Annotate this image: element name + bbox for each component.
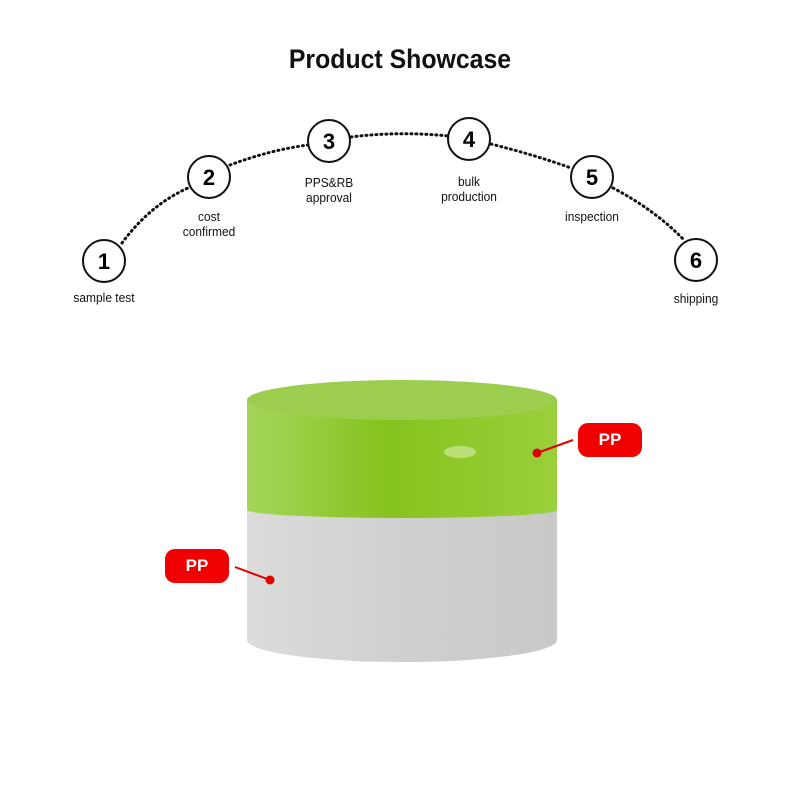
step-label: sample test	[73, 290, 135, 305]
step-circle	[307, 119, 351, 163]
step-label: PPS&RB approval	[304, 175, 354, 205]
process-path	[120, 132, 686, 245]
jar	[247, 380, 557, 662]
step-number: 3	[323, 129, 335, 154]
jar-lid-top	[247, 380, 557, 420]
step-number: 1	[98, 249, 110, 274]
step-circle	[674, 238, 718, 282]
step-number: 5	[586, 165, 598, 190]
callout-lines	[234, 439, 574, 585]
jar-lid	[247, 400, 557, 518]
step-number: 4	[463, 127, 476, 152]
step-label: cost confirmed	[182, 209, 236, 239]
step-circle	[570, 155, 614, 199]
step-circle	[447, 117, 491, 161]
step-label: shipping	[673, 291, 719, 306]
page-title: Product Showcase	[288, 44, 512, 74]
body-material-callout: PP	[165, 549, 229, 583]
jar-body	[247, 505, 557, 662]
lid-material-callout: PP	[578, 423, 642, 457]
step-label: inspection	[565, 209, 619, 224]
step-circle	[82, 239, 126, 283]
step-number: 6	[690, 248, 702, 273]
step-circle	[187, 155, 231, 199]
step-label: bulk production	[441, 174, 497, 204]
step-number: 2	[203, 165, 215, 190]
